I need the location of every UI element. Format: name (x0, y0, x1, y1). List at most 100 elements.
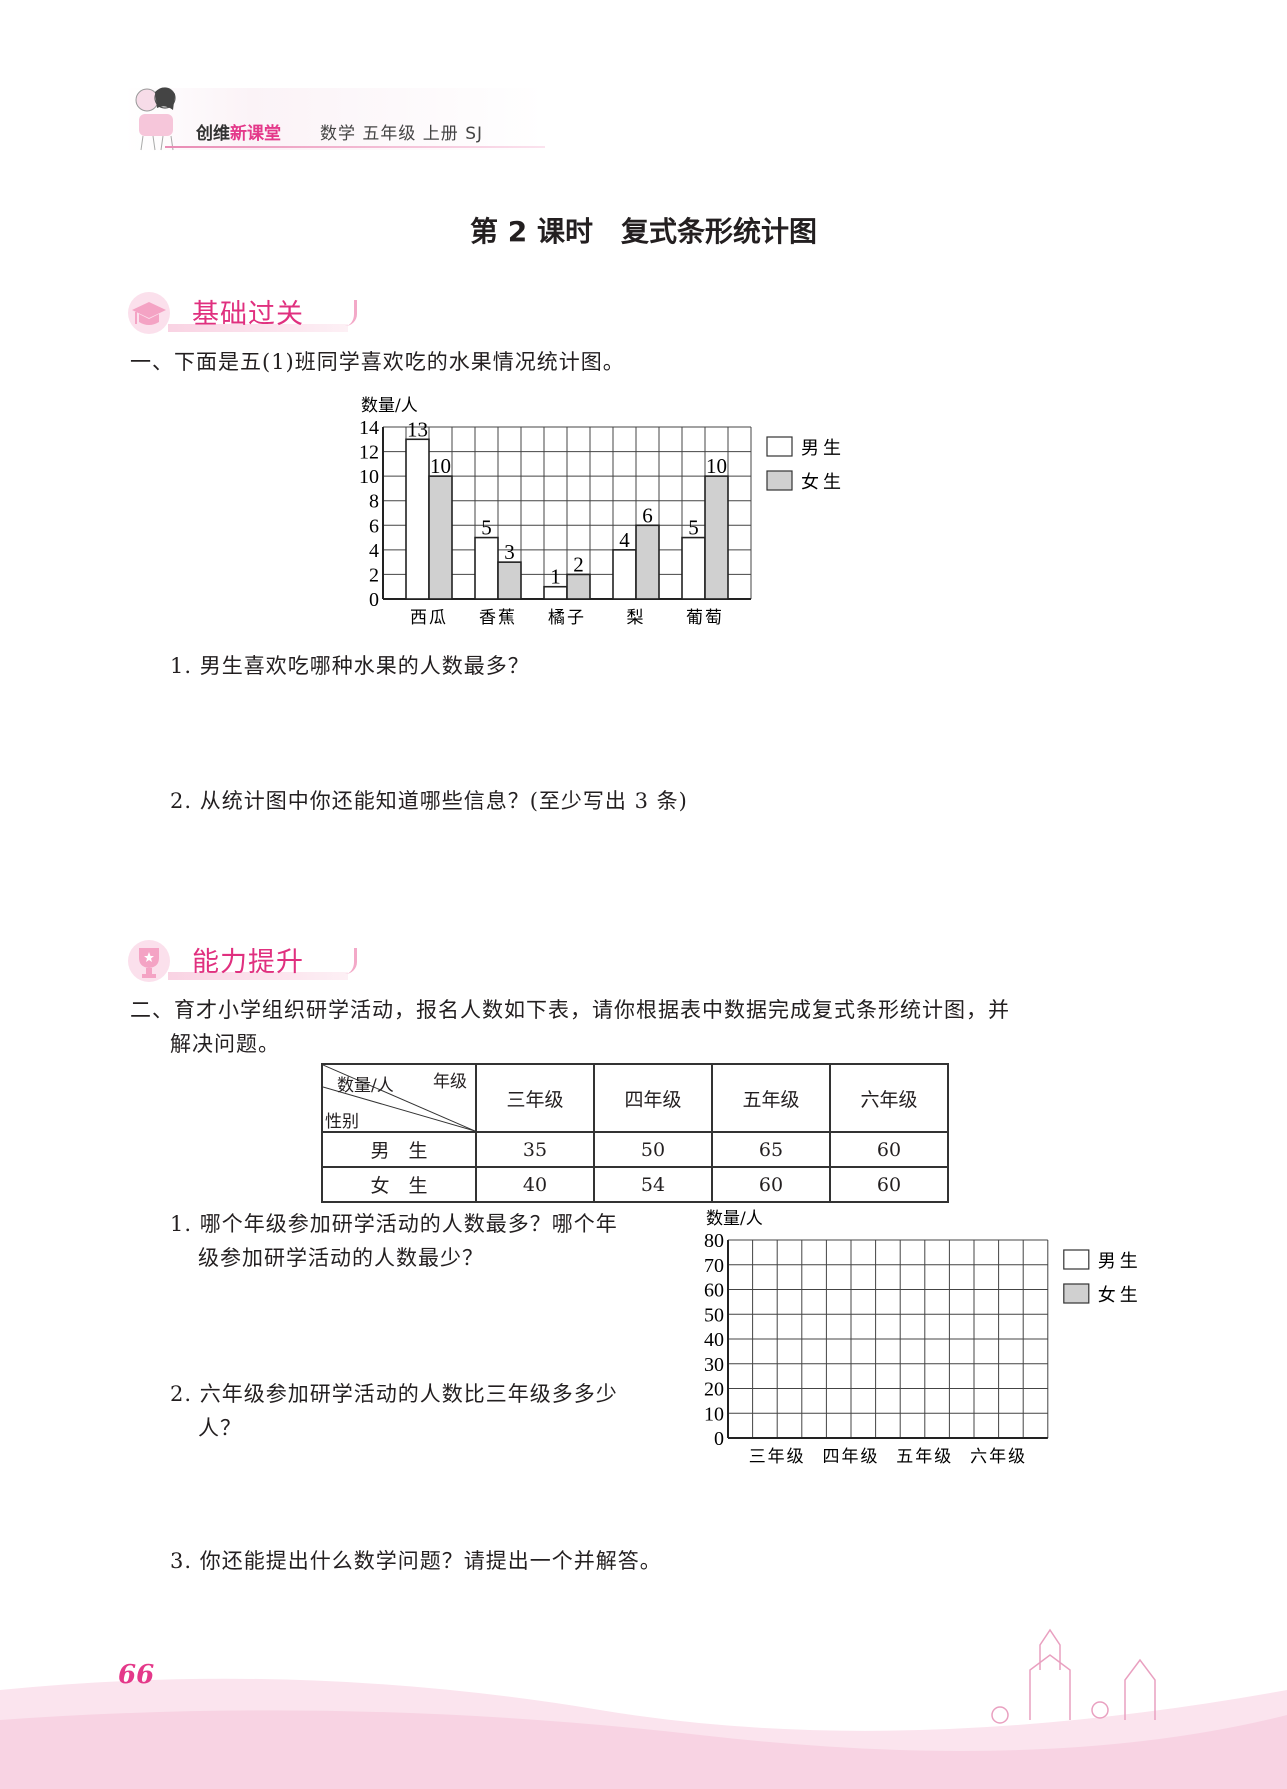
table-cell: 40 (475, 1166, 595, 1203)
column-header: 四年级 (593, 1063, 713, 1133)
row-label: 女 生 (321, 1166, 477, 1203)
legend-label: 女生 (801, 472, 845, 493)
legend-swatch-female (766, 470, 793, 491)
x-category-label: 西瓜 (410, 608, 448, 628)
trophy-icon (128, 940, 170, 982)
table-cell: 54 (593, 1166, 713, 1203)
row-label: 男 生 (321, 1131, 477, 1168)
bar-female (704, 475, 729, 600)
y-tick-label: 20 (704, 1379, 724, 1401)
table-cell: 60 (711, 1166, 831, 1203)
question-1: 一、下面是五(1)班同学喜欢吃的水果情况统计图。 (130, 350, 625, 374)
data-label: 3 (504, 540, 515, 564)
table-cell: 50 (593, 1131, 713, 1168)
table-cell: 35 (475, 1131, 595, 1168)
x-category-label: 四年级 (823, 1447, 880, 1467)
y-tick-label: 30 (704, 1354, 724, 1376)
data-label: 5 (688, 516, 699, 540)
table-cell: 60 (829, 1166, 949, 1203)
registration-table: 年级 数量/人 性别 三年级 四年级 五年级 六年级 男 生 35 50 65 … (321, 1063, 949, 1203)
y-tick-label: 14 (359, 417, 379, 439)
y-tick-label: 2 (369, 564, 379, 586)
brand-logo: 创维新课堂 (196, 119, 281, 144)
page-title: 第 2 课时 复式条形统计图 (470, 215, 817, 248)
brand-pink: 新课堂 (230, 124, 281, 144)
table-row: 女 生 40 54 60 60 (321, 1166, 949, 1203)
sub-question-1-1: 1. 男生喜欢吃哪种水果的人数最多？ (170, 654, 530, 678)
y-tick-label: 6 (369, 515, 379, 537)
y-tick-label: 40 (704, 1329, 724, 1351)
sub-question-2-2-line2: 人？ (198, 1416, 242, 1440)
footer-wave (0, 1628, 1287, 1789)
section-title: 基础过关 (192, 299, 304, 330)
legend-swatch-male (1063, 1249, 1090, 1270)
question-2-line1: 二、育才小学组织研学活动，报名人数如下表，请你根据表中数据完成复式条形统计图，并 (130, 998, 1010, 1022)
section-banner-basic: 基础过关 (128, 290, 358, 334)
sub-question-2-3: 3. 你还能提出什么数学问题？请提出一个并解答。 (170, 1549, 662, 1573)
sub-question-2-2-line1: 2. 六年级参加研学活动的人数比三年级多多少 (170, 1382, 618, 1406)
y-tick-label: 80 (704, 1230, 724, 1252)
section-banner-advanced: 能力提升 (128, 938, 358, 982)
data-label: 2 (573, 552, 584, 576)
table-cell: 65 (711, 1131, 831, 1168)
y-tick-label: 10 (359, 466, 379, 488)
data-label: 10 (706, 454, 727, 478)
corner-label-count: 数量/人 (337, 1076, 394, 1096)
y-tick-label: 4 (369, 540, 379, 562)
table-cell: 60 (829, 1131, 949, 1168)
bar-female (635, 524, 660, 600)
y-tick-label: 0 (714, 1428, 724, 1450)
column-header: 五年级 (711, 1063, 831, 1133)
x-category-label: 五年级 (896, 1447, 953, 1467)
column-header: 三年级 (475, 1063, 595, 1133)
column-header: 六年级 (829, 1063, 949, 1133)
sub-question-2-1-line2: 级参加研学活动的人数最少？ (198, 1246, 484, 1270)
bar-male (681, 536, 706, 600)
x-category-label: 橘子 (548, 608, 586, 628)
legend-label: 女生 (1098, 1285, 1140, 1306)
data-label: 13 (407, 417, 428, 441)
bar-male (612, 549, 637, 600)
bar-female (428, 475, 453, 600)
corner-label-gender: 性别 (325, 1112, 359, 1132)
bar-female (566, 573, 591, 600)
legend-label: 男生 (801, 438, 845, 459)
bar-male (405, 438, 430, 600)
x-category-label: 葡萄 (686, 608, 724, 628)
brand-dark: 创维 (196, 124, 230, 144)
x-category-label: 六年级 (970, 1447, 1027, 1467)
grade-bar-chart-blank: 01020304050607080数量/人三年级四年级五年级六年级男生女生 (704, 1209, 1140, 1467)
y-tick-label: 70 (704, 1255, 724, 1277)
data-label: 10 (430, 454, 451, 478)
data-label: 1 (550, 565, 561, 589)
x-category-label: 梨 (627, 608, 646, 628)
legend-swatch-female (1063, 1283, 1090, 1304)
girl-illustration-icon (135, 87, 176, 151)
bar-male (474, 536, 499, 600)
book-subject: 数学 五年级 上册 SJ (320, 124, 484, 144)
page-number: 66 (118, 1660, 155, 1690)
fruit-bar-chart: 02468101214数量/人西瓜1310香蕉53橘子12梨46葡萄510男生女… (359, 396, 845, 628)
sub-question-2-1-line1: 1. 哪个年级参加研学活动的人数最多？哪个年 (170, 1212, 618, 1236)
header-line (165, 146, 545, 148)
corner-label-grade: 年级 (433, 1072, 467, 1092)
bar-female (497, 561, 522, 600)
legend-label: 男生 (1098, 1251, 1140, 1272)
legend-swatch-male (766, 436, 793, 457)
y-axis-label: 数量/人 (706, 1209, 763, 1229)
question-2-line2: 解决问题。 (170, 1032, 280, 1056)
table-corner-cell: 年级 数量/人 性别 (321, 1063, 477, 1133)
graduation-cap-icon (128, 292, 170, 334)
y-tick-label: 12 (359, 442, 379, 464)
data-label: 6 (642, 503, 653, 527)
y-tick-label: 60 (704, 1280, 724, 1302)
table-header-row: 年级 数量/人 性别 三年级 四年级 五年级 六年级 (321, 1063, 949, 1133)
sub-question-1-2: 2. 从统计图中你还能知道哪些信息？(至少写出 3 条) (170, 789, 688, 813)
y-tick-label: 50 (704, 1304, 724, 1326)
y-tick-label: 10 (704, 1403, 724, 1425)
data-label: 4 (619, 528, 630, 552)
x-category-label: 香蕉 (479, 608, 517, 628)
y-tick-label: 8 (369, 491, 379, 513)
section-title: 能力提升 (192, 947, 304, 978)
table-row: 男 生 35 50 65 60 (321, 1131, 949, 1168)
